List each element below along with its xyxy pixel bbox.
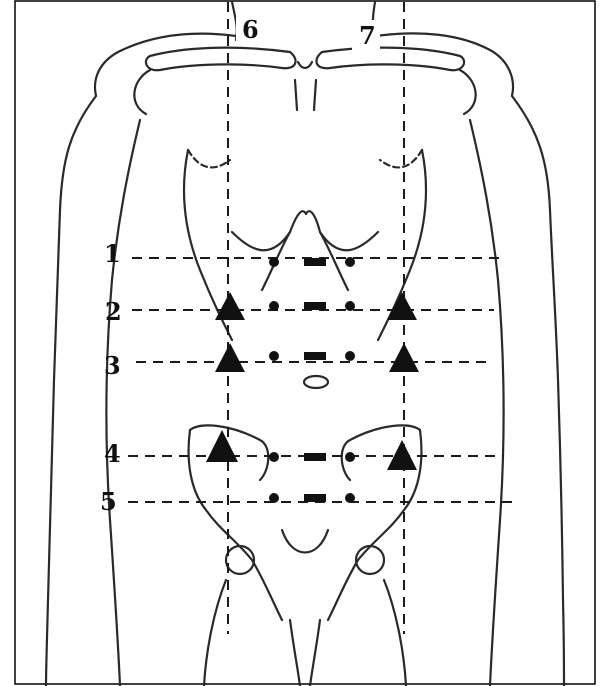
dash-marker <box>304 258 326 266</box>
dot-marker <box>345 301 355 311</box>
dash-marker <box>304 453 326 461</box>
dot-marker <box>269 493 279 503</box>
dash-marker <box>304 302 326 310</box>
dot-marker <box>345 257 355 267</box>
label-6: 6 <box>242 15 259 44</box>
dash-marker <box>304 352 326 360</box>
dot-marker <box>269 351 279 361</box>
diagram-frame <box>15 1 595 684</box>
label-4: 4 <box>104 439 121 468</box>
dot-marker <box>345 452 355 462</box>
dot-marker <box>269 452 279 462</box>
label-5: 5 <box>100 487 117 516</box>
dot-marker <box>345 493 355 503</box>
dot-marker <box>269 301 279 311</box>
dot-marker <box>345 351 355 361</box>
dash-marker <box>304 494 326 502</box>
label-1: 1 <box>104 239 121 268</box>
label-2: 2 <box>105 297 122 326</box>
label-7: 7 <box>359 21 376 50</box>
label-3: 3 <box>104 351 121 380</box>
dot-marker <box>269 257 279 267</box>
